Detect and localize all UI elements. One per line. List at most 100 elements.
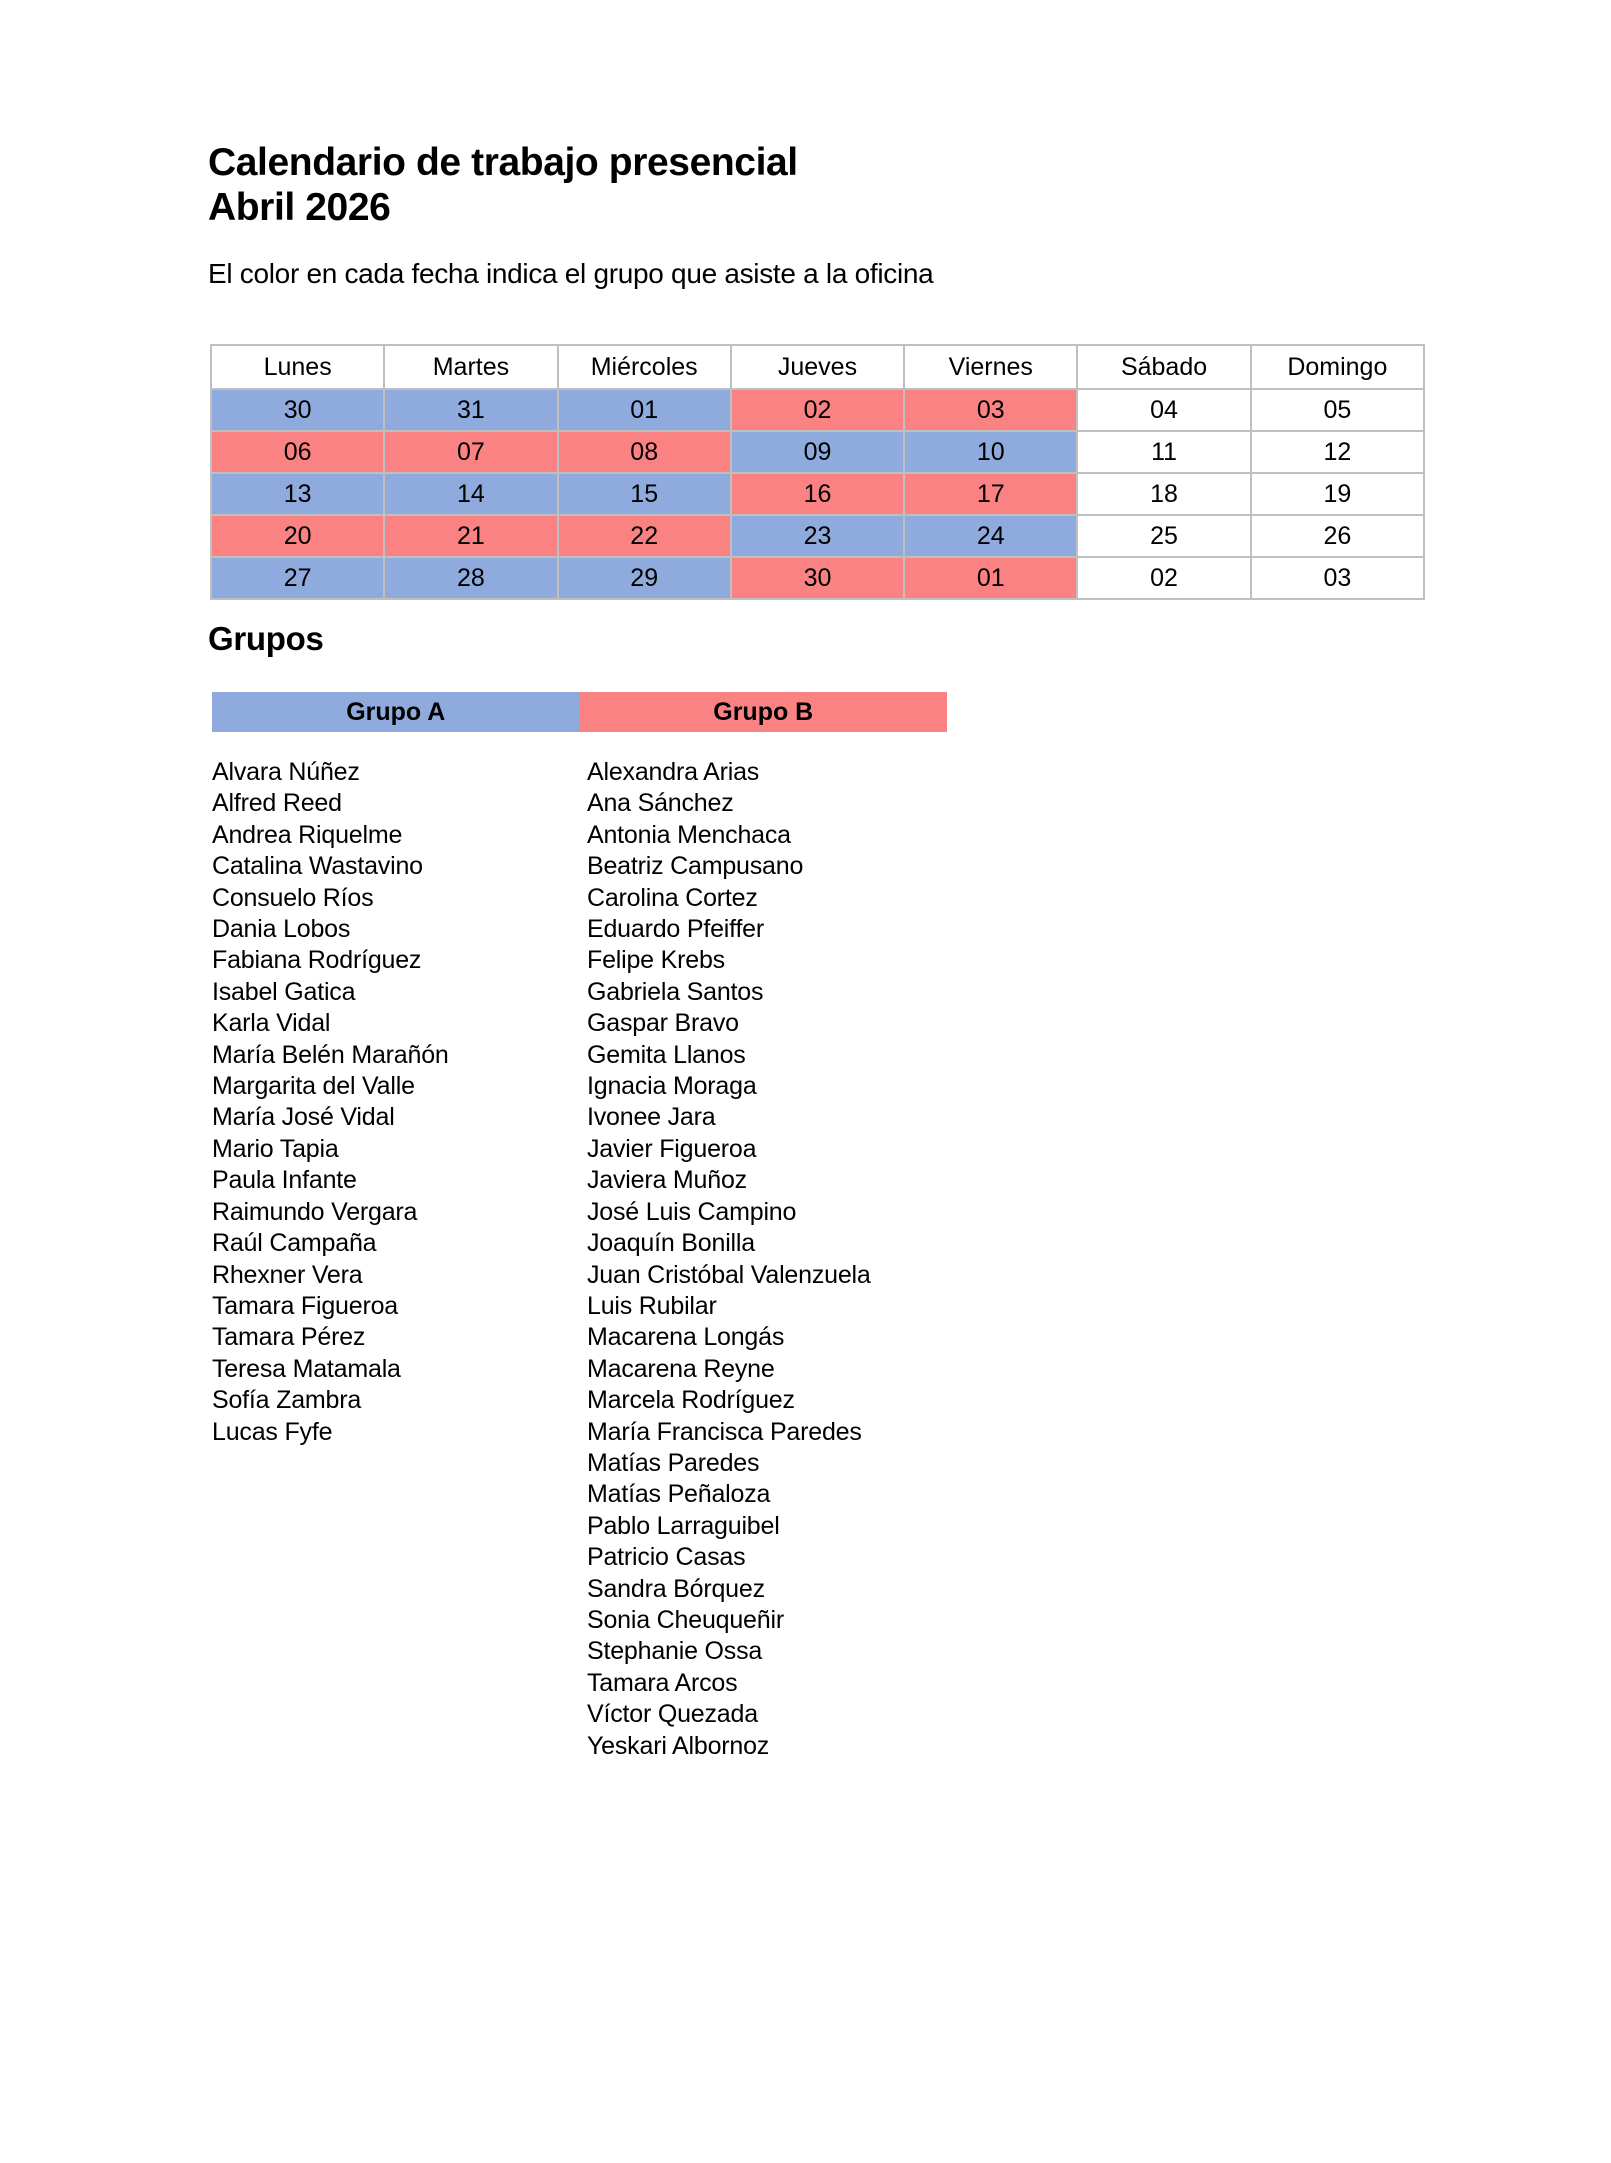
calendar-day-cell[interactable]: 22: [556, 514, 732, 558]
calendar-day-cell[interactable]: 01: [556, 388, 732, 432]
list-item: Fabiana Rodríguez: [212, 946, 422, 975]
calendar-day-cell[interactable]: 03: [1249, 556, 1426, 600]
list-item: Macarena Reyne: [587, 1354, 775, 1383]
list-item: Mario Tapia: [212, 1134, 339, 1163]
list-item: María Belén Marañón: [212, 1040, 449, 1069]
list-item: Raimundo Vergara: [212, 1197, 418, 1226]
list-item: José Luis Campino: [587, 1197, 797, 1226]
calendar-day-cell[interactable]: 23: [729, 514, 906, 558]
calendar-day-cell[interactable]: 02: [1076, 556, 1252, 600]
calendar-header-row: Lunes Martes Miércoles Jueves Viernes Sá…: [209, 344, 1426, 390]
list-item: Tamara Arcos: [587, 1668, 738, 1697]
calendar-day-cell[interactable]: 11: [1076, 430, 1252, 474]
list-item: Antonia Menchaca: [587, 820, 791, 849]
calendar-day-cell[interactable]: 08: [556, 430, 732, 474]
calendar-day-cell[interactable]: 16: [729, 472, 906, 516]
list-item: Rhexner Vera: [212, 1260, 363, 1289]
calendar-day-cell[interactable]: 01: [903, 556, 1079, 600]
list-item: Tamara Figueroa: [212, 1291, 398, 1320]
list-item: Alexandra Arias: [587, 758, 760, 786]
calendar-day-cell[interactable]: 04: [1076, 388, 1252, 432]
calendar-day-cell[interactable]: 12: [1249, 430, 1426, 474]
list-item: Javier Figueroa: [587, 1134, 757, 1163]
list-item: Joaquín Bonilla: [587, 1229, 755, 1258]
calendar-day-cell[interactable]: 14: [383, 472, 559, 516]
calendar-header-cell: Sábado: [1076, 344, 1252, 390]
list-item: Juan Cristóbal Valenzuela: [587, 1260, 871, 1289]
list-item: Lucas Fyfe: [212, 1417, 333, 1446]
list-item: Alvara Núñez: [212, 758, 360, 786]
list-item: Matías Peñaloza: [587, 1480, 771, 1509]
calendar-day-cell[interactable]: 03: [903, 388, 1079, 432]
calendar-day-cell[interactable]: 20: [209, 514, 386, 558]
calendar-day-cell[interactable]: 27: [209, 556, 386, 600]
list-item: Margarita del Valle: [212, 1072, 415, 1101]
calendar-day-cell[interactable]: 07: [383, 430, 559, 474]
list-item: Felipe Krebs: [587, 946, 725, 975]
legend-note: El color en cada fecha indica el grupo q…: [208, 258, 934, 289]
list-item: Víctor Quezada: [587, 1700, 758, 1729]
calendar-day-cell[interactable]: 09: [729, 430, 906, 474]
calendar-header-cell: Miércoles: [556, 344, 732, 390]
calendar-table: Lunes Martes Miércoles Jueves Viernes Sá…: [209, 344, 1426, 600]
list-item: Luis Rubilar: [587, 1291, 717, 1320]
calendar-day-cell[interactable]: 19: [1249, 472, 1426, 516]
list-item: Pablo Larraguibel: [587, 1511, 780, 1540]
list-item: Stephanie Ossa: [587, 1637, 763, 1666]
calendar-day-cell[interactable]: 30: [729, 556, 906, 600]
calendar-header-cell: Domingo: [1249, 344, 1426, 390]
list-item: Catalina Wastavino: [212, 852, 423, 881]
group-legend-bar: Grupo A Grupo B: [212, 692, 947, 732]
calendar-day-cell[interactable]: 24: [903, 514, 1079, 558]
calendar-day-cell[interactable]: 31: [383, 388, 559, 432]
list-item: Patricio Casas: [587, 1543, 746, 1572]
page-title: Calendario de trabajo presencial: [208, 141, 798, 184]
list-item: Gabriela Santos: [587, 977, 764, 1006]
calendar-day-cell[interactable]: 26: [1249, 514, 1426, 558]
list-item: Tamara Pérez: [212, 1323, 366, 1352]
calendar-day-cell[interactable]: 21: [383, 514, 559, 558]
list-item: Beatriz Campusano: [587, 852, 804, 881]
list-item: Yeskari Albornoz: [587, 1731, 770, 1760]
list-item: Marcela Rodríguez: [587, 1386, 795, 1415]
list-item: Ignacia Moraga: [587, 1072, 757, 1101]
list-item: Teresa Matamala: [212, 1354, 401, 1383]
calendar-day-cell[interactable]: 30: [209, 388, 386, 432]
list-item: Alfred Reed: [212, 789, 342, 818]
list-item: María José Vidal: [212, 1103, 395, 1132]
calendar-day-cell[interactable]: 10: [903, 430, 1079, 474]
document-header: Calendario de trabajo presencial Abril 2…: [208, 140, 1408, 230]
list-item: Paula Infante: [212, 1166, 357, 1195]
calendar-day-cell[interactable]: 28: [383, 556, 559, 600]
page-subtitle: Abril 2026: [208, 186, 391, 230]
calendar-day-cell[interactable]: 15: [556, 472, 732, 516]
calendar-day-cell[interactable]: 17: [903, 472, 1079, 516]
list-item: Javiera Muñoz: [587, 1166, 747, 1195]
list-item: Matías Paredes: [587, 1448, 760, 1477]
list-item: Isabel Gatica: [212, 977, 356, 1006]
calendar-day-cell[interactable]: 13: [209, 472, 386, 516]
list-item: Dania Lobos: [212, 915, 351, 944]
calendar-day-cell[interactable]: 18: [1076, 472, 1252, 516]
calendar-day-cell[interactable]: 02: [729, 388, 906, 432]
group-a-badge: Grupo A: [212, 692, 580, 732]
calendar-day-cell[interactable]: 05: [1249, 388, 1426, 432]
list-item: Sofía Zambra: [212, 1386, 362, 1415]
calendar-header-cell: Viernes: [903, 344, 1079, 390]
calendar-day-cell[interactable]: 29: [556, 556, 732, 600]
groups-heading: Grupos: [208, 620, 324, 657]
calendar-day-cell[interactable]: 25: [1076, 514, 1252, 558]
list-item: Ivonee Jara: [587, 1103, 716, 1132]
list-item: Carolina Cortez: [587, 883, 758, 912]
group-b-badge: Grupo B: [579, 692, 947, 732]
calendar-day-cell[interactable]: 06: [209, 430, 386, 474]
